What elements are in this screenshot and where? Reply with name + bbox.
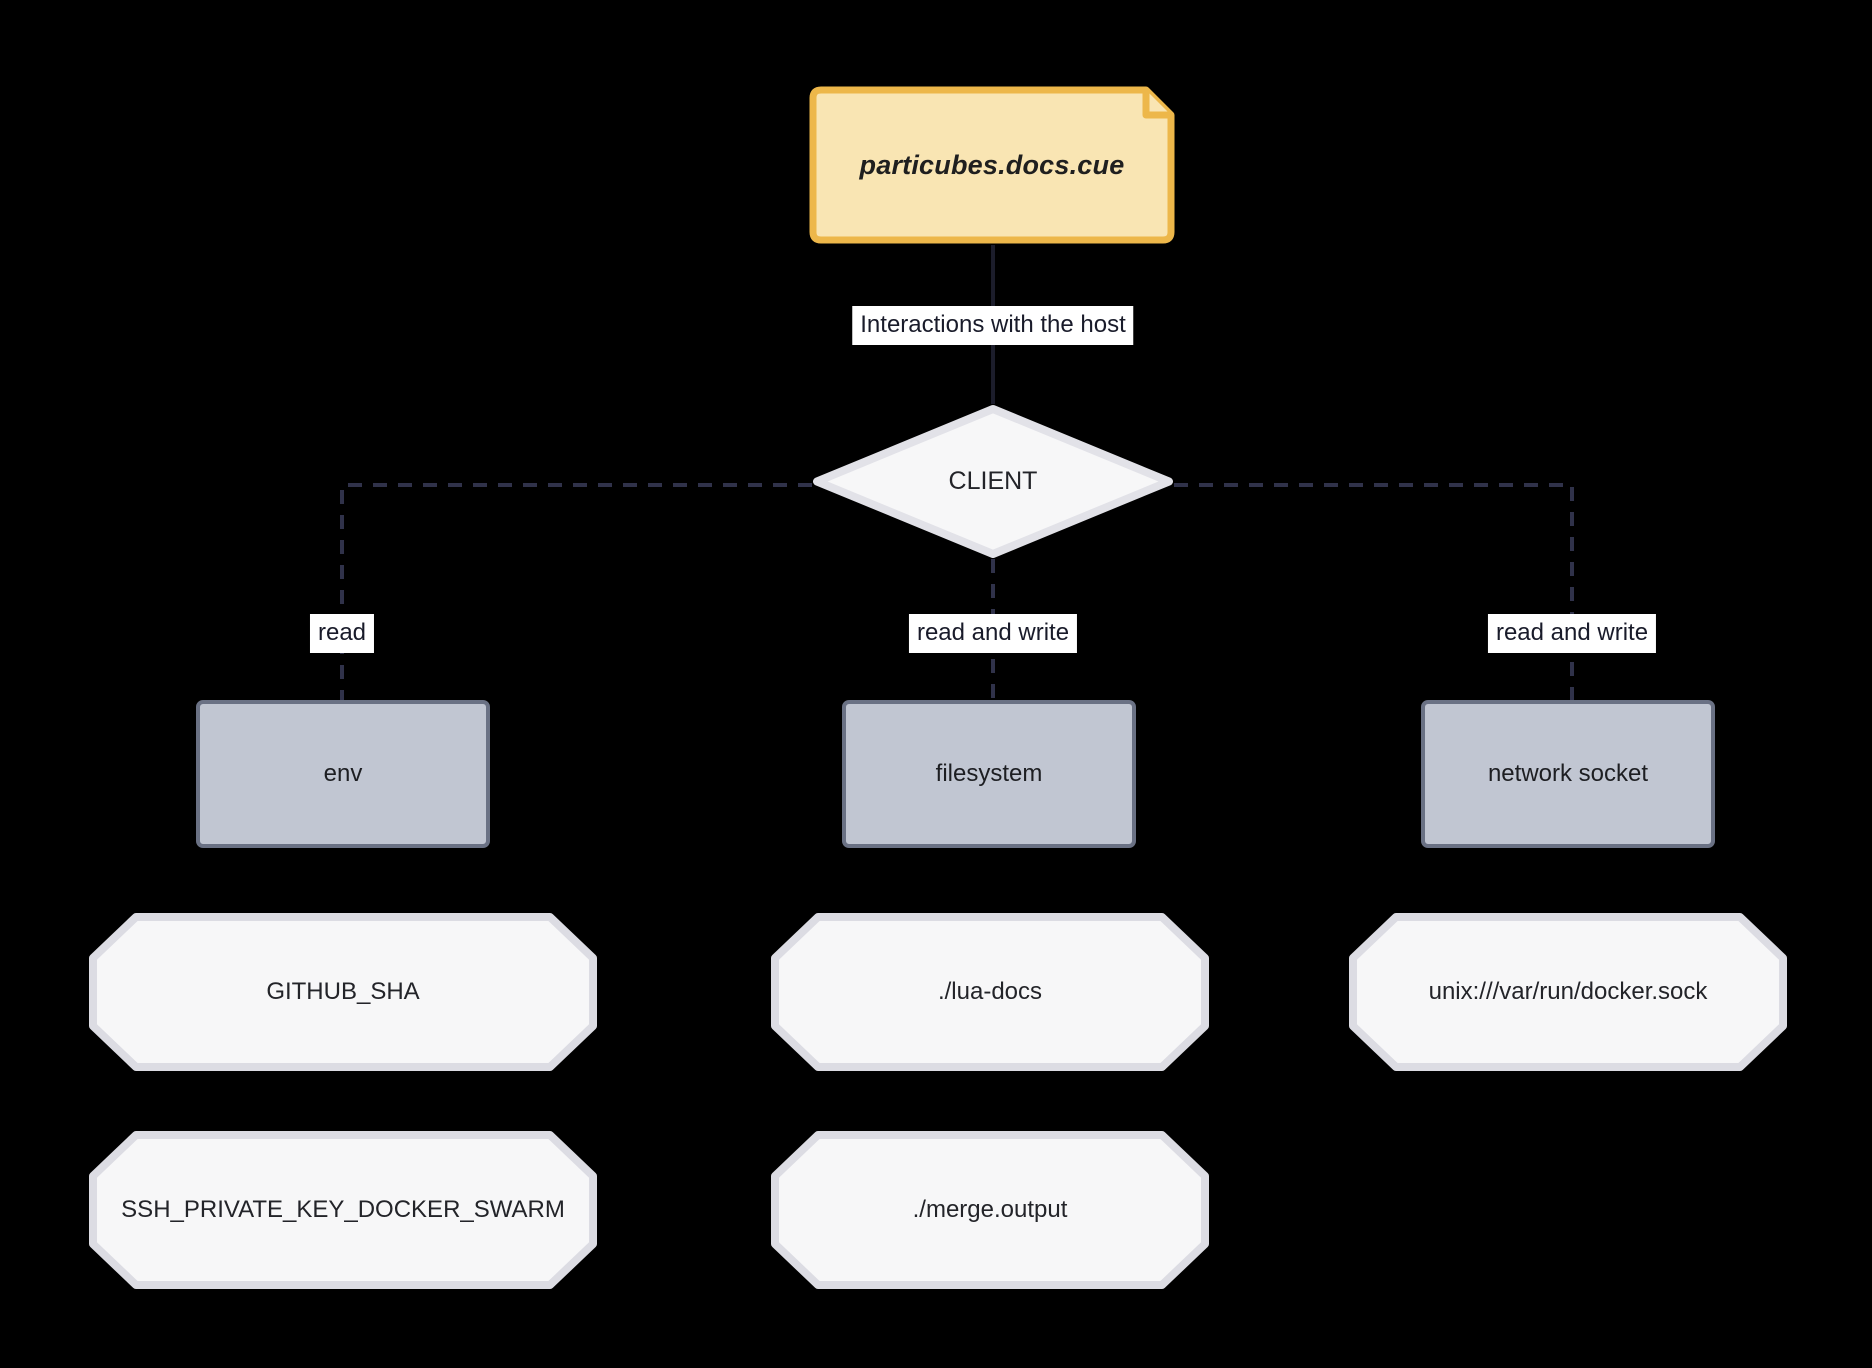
resource-box-filesystem-label: filesystem	[935, 760, 1043, 787]
edge-label-interactions-with-the-host: Interactions with the host	[852, 306, 1134, 345]
value-node-merge-output[interactable]: ./merge.output	[770, 1130, 1210, 1290]
value-node-github-sha-label: GITHUB_SHA	[266, 978, 420, 1005]
octagon-shape	[771, 913, 1209, 1071]
edge-label-read-and-write-network-socket: read and write	[1487, 614, 1657, 653]
decision-label: CLIENT	[948, 467, 1038, 495]
edge-label-read-and-write-filesystem: read and write	[908, 614, 1078, 653]
edge-client-to-network-socket	[1174, 483, 1574, 700]
resource-box-network-socket-label: network socket	[1487, 760, 1649, 787]
value-node-docker-sock-label: unix:///var/run/docker.sock	[1428, 978, 1708, 1005]
resource-box-network-socket[interactable]: network socket	[1421, 700, 1715, 848]
edge-label-read: read	[309, 614, 375, 653]
decision-node-client[interactable]: CLIENT	[812, 404, 1174, 559]
value-node-docker-sock[interactable]: unix:///var/run/docker.sock	[1348, 912, 1788, 1072]
octagon-shape	[1349, 913, 1787, 1071]
resource-box-filesystem[interactable]: filesystem	[842, 700, 1136, 848]
note-shape	[809, 86, 1175, 244]
octagon-shape	[771, 1131, 1209, 1289]
value-node-lua-docs[interactable]: ./lua-docs	[770, 912, 1210, 1072]
resource-box-env-label: env	[323, 760, 363, 787]
diamond-shape	[813, 405, 1173, 558]
note-node-particubes-docs-cue[interactable]: particubes.docs.cue	[808, 85, 1176, 245]
note-label: particubes.docs.cue	[859, 149, 1125, 180]
value-node-github-sha[interactable]: GITHUB_SHA	[88, 912, 598, 1072]
value-node-ssh-private-key-docker-swarm-label: SSH_PRIVATE_KEY_DOCKER_SWARM	[121, 1196, 565, 1223]
value-node-ssh-private-key-docker-swarm[interactable]: SSH_PRIVATE_KEY_DOCKER_SWARM	[88, 1130, 598, 1290]
edge-client-to-env	[340, 483, 812, 700]
resource-box-env[interactable]: env	[196, 700, 490, 848]
octagon-shape	[89, 1131, 597, 1289]
value-node-merge-output-label: ./merge.output	[912, 1196, 1068, 1223]
octagon-shape	[89, 913, 597, 1071]
value-node-lua-docs-label: ./lua-docs	[937, 978, 1043, 1005]
